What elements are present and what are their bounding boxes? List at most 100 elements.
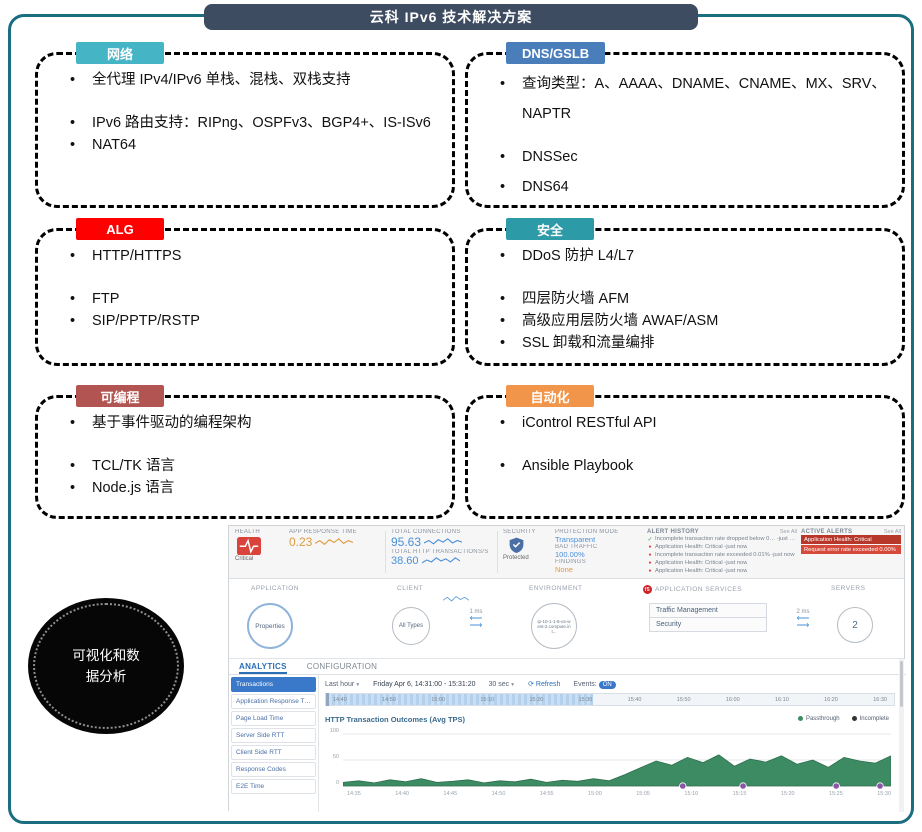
- app-response-time-value: 0.23: [289, 535, 313, 549]
- slide-title: 云科 IPv6 技术解决方案: [204, 4, 698, 30]
- x-axis-tick: 15:30: [877, 791, 891, 797]
- legend-dot-icon: [851, 716, 857, 722]
- tab-bar: ANALYTICS CONFIGURATION: [229, 659, 906, 675]
- application-properties-node[interactable]: Properties: [247, 603, 293, 649]
- sidebar-item-client-side-rtt[interactable]: Client Side RTT: [231, 745, 316, 760]
- refresh-icon: ⟳: [528, 681, 536, 688]
- sidebar-item-transactions[interactable]: Transactions: [231, 677, 316, 692]
- alert-history-see-all-link[interactable]: See All: [779, 529, 797, 535]
- security-bullets: DDoS 防护 L4/L7 四层防火墙 AFM 高级应用层防火墙 AWAF/AS…: [496, 245, 888, 354]
- refresh-button[interactable]: ⟳ Refresh: [528, 681, 561, 688]
- kpi-strip: HEALTH Critical APP RESPONSE TIME 0.23 T…: [229, 526, 904, 579]
- vertical-scrollbar[interactable]: [899, 659, 904, 812]
- servers-node[interactable]: 2: [837, 607, 873, 643]
- sidebar-item-response-codes[interactable]: Response Codes: [231, 762, 316, 777]
- legend-passthrough: Passthrough: [797, 716, 840, 723]
- legend-dot-icon: [797, 716, 803, 722]
- client-traffic-sparkline: [443, 595, 469, 604]
- timeline-scrubber[interactable]: [325, 693, 895, 706]
- bullet-item: DDoS 防护 L4/L7: [496, 245, 888, 267]
- protection-mode-value: Transparent: [555, 535, 596, 544]
- programmability-chip: 可编程: [76, 385, 164, 407]
- interval-dropdown[interactable]: 30 sec▼: [488, 680, 516, 688]
- active-alerts-see-all-link[interactable]: See All: [883, 529, 901, 535]
- security-box: 安全 DDoS 防护 L4/L7 四层防火墙 AFM 高级应用层防火墙 AWAF…: [465, 218, 905, 366]
- dns-gslb-bullets: 查询类型：A、AAAA、DNAME、CNAME、MX、SRV、NAPTR DNS…: [496, 69, 888, 202]
- tab-configuration[interactable]: CONFIGURATION: [306, 662, 378, 671]
- tab-analytics[interactable]: ANALYTICS: [239, 662, 287, 674]
- environment-column-label: ENVIRONMENT: [529, 585, 583, 592]
- y-axis-tick: 100: [329, 728, 339, 734]
- sidebar-item-page-load-time[interactable]: Page Load Time: [231, 711, 316, 726]
- metrics-sidebar: Transactions Application Response Time P…: [229, 675, 319, 812]
- chart-legend: Passthrough Incomplete: [797, 716, 889, 723]
- bullet-item: Node.js 语言: [66, 477, 438, 499]
- network-box: 网络 全代理 IPv4/IPv6 单栈、混栈、双栈支持 IPv6 路由支持：RI…: [35, 42, 455, 208]
- bullet-item: 高级应用层防火墙 AWAF/ASM: [496, 310, 888, 332]
- events-on-pill[interactable]: ON: [598, 680, 616, 689]
- dns-gslb-box: DNS/GSLB 查询类型：A、AAAA、DNAME、CNAME、MX、SRV、…: [465, 42, 905, 208]
- event-markers: [679, 782, 884, 790]
- y-axis-tick: 0: [335, 780, 339, 786]
- y-axis-tick: 50: [332, 754, 339, 760]
- x-axis-tick: 14:55: [539, 791, 554, 797]
- application-column-label: APPLICATION: [251, 585, 300, 592]
- sidebar-item-application-response-time[interactable]: Application Response Time: [231, 694, 316, 709]
- service-item[interactable]: Security: [649, 617, 767, 632]
- sidebar-item-e2e-time[interactable]: E2E Time: [231, 779, 316, 794]
- bullet-item: DNS64: [496, 172, 888, 202]
- client-latency-value: 1 ms: [469, 609, 483, 615]
- timeline-selection[interactable]: [326, 694, 593, 705]
- automation-chip: 自动化: [506, 385, 594, 407]
- divider: [497, 531, 498, 573]
- scrollbar-thumb[interactable]: [900, 661, 903, 707]
- shield-check-icon: [509, 537, 524, 554]
- client-node[interactable]: All Types: [392, 607, 430, 645]
- alert-history-item: Incomplete transaction rate dropped belo…: [655, 536, 797, 542]
- service-item[interactable]: Traffic Management: [649, 603, 767, 618]
- application-services-label: APPLICATION SERVICES: [655, 586, 743, 593]
- active-alerts-label: ACTIVE ALERTS: [801, 529, 853, 535]
- application-services-column: f5 APPLICATION SERVICES: [643, 585, 742, 594]
- environment-node[interactable]: ip-10-1-1-8-us-west-2.compute.int...: [531, 603, 577, 649]
- client-latency: 1 ms ⟵ ⟶: [441, 609, 511, 630]
- sidebar-item-server-side-rtt[interactable]: Server Side RTT: [231, 728, 316, 743]
- timeline-handle[interactable]: [326, 693, 329, 706]
- alert-history-item: Application Health: Critical -just now: [655, 560, 748, 566]
- events-toggle[interactable]: Events: ON: [573, 680, 616, 689]
- bullet-item: SSL 卸载和流量编排: [496, 332, 888, 354]
- protection-kpi: PROTECTION MODE Transparent BAD TRAFFIC …: [555, 529, 641, 574]
- alert-dot-icon: ●: [648, 544, 652, 550]
- security-chip: 安全: [506, 218, 594, 240]
- x-axis-tick: 15:10: [684, 791, 699, 797]
- dns-gslb-chip: DNS/GSLB: [506, 42, 606, 64]
- chevron-down-icon: ▼: [510, 681, 516, 688]
- arrow-left-icon: ⟵: [796, 613, 810, 623]
- total-connections-value: 95.63: [391, 535, 422, 549]
- bullet-item: IPv6 路由支持：RIPng、OSPFv3、BGP4+、IS-ISv6: [66, 112, 438, 134]
- bullet-item: SIP/PPTP/RSTP: [66, 310, 438, 332]
- health-critical-icon: [237, 537, 261, 556]
- application-services-list: Traffic Management Security: [649, 603, 767, 632]
- alg-chip: ALG: [76, 218, 164, 240]
- x-axis-tick: 14:40: [395, 791, 409, 797]
- response-time-sparkline: [315, 537, 354, 548]
- tps-area-svg: [343, 733, 891, 790]
- arrow-right-icon: ⟶: [469, 620, 483, 630]
- alg-bullets: HTTP/HTTPS FTP SIP/PPTP/RSTP: [66, 245, 438, 332]
- x-axis-tick: 14:45: [443, 791, 458, 797]
- programmability-box: 可编程 基于事件驱动的编程架构 TCL/TK 语言 Node.js 语言: [35, 385, 455, 519]
- security-label: SECURITY: [503, 529, 536, 535]
- security-kpi: SECURITY Protected: [503, 529, 549, 561]
- alert-history-item: Application Health: Critical -just now: [655, 568, 748, 574]
- arrow-left-icon: ⟵: [469, 613, 483, 623]
- time-range-dropdown[interactable]: Last hour▼: [325, 680, 361, 688]
- client-column-label: CLIENT: [397, 585, 424, 592]
- legend-incomplete: Incomplete: [851, 716, 889, 723]
- alert-dot-icon: ●: [648, 568, 652, 574]
- servers-column-label: SERVERS: [831, 585, 866, 592]
- x-axis-tick: 15:20: [780, 791, 795, 797]
- health-label: HEALTH: [235, 529, 261, 535]
- x-axis-tick: 15:05: [636, 791, 650, 797]
- check-icon: ✓: [647, 536, 653, 543]
